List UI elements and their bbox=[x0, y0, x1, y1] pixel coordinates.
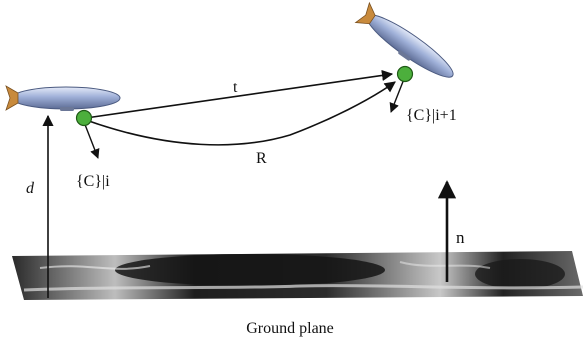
rotation-curve bbox=[85, 81, 396, 146]
camera-center-i bbox=[75, 109, 93, 127]
distance-label: d bbox=[26, 180, 35, 197]
rotation-label: R bbox=[256, 150, 267, 167]
frame-i1-axis bbox=[389, 78, 405, 113]
camera-center-i1 bbox=[396, 65, 414, 83]
airship-right-icon bbox=[354, 1, 454, 78]
translation-arrow bbox=[85, 69, 394, 119]
frame-i-label: {C}|i bbox=[76, 173, 110, 190]
airship-left-icon bbox=[5, 85, 121, 111]
frame-i1-label: {C}|i+1 bbox=[406, 107, 457, 124]
frame-i-axis bbox=[83, 121, 100, 159]
normal-label: n bbox=[456, 228, 465, 247]
translation-label: t bbox=[233, 79, 238, 96]
ground-plane bbox=[12, 251, 584, 300]
ground-plane-label: Ground plane bbox=[246, 320, 334, 337]
